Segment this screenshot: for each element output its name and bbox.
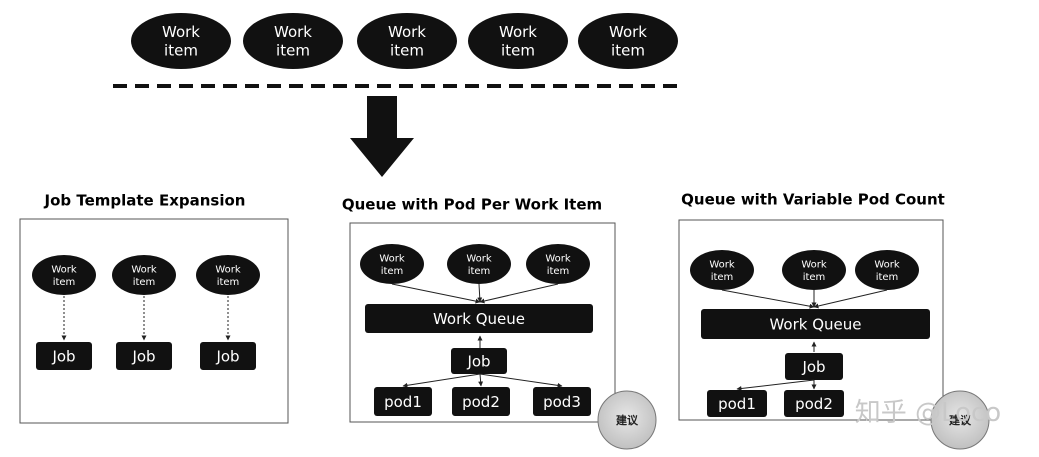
panel2-pod-box-label: pod2 [462, 393, 500, 411]
panel2-pod-box [533, 387, 591, 416]
big-down-arrow [350, 96, 414, 177]
panel1-work-item [196, 255, 260, 295]
panel2-pod-arrow [479, 373, 563, 388]
panel2-work-queue [365, 304, 593, 333]
panel3-arrow [721, 289, 815, 309]
top-work-item [357, 13, 457, 69]
panel3-pod-box-label: pod2 [795, 395, 833, 413]
panel1-job-box [36, 342, 92, 370]
top-work-item [578, 13, 678, 69]
suggest-badge-label: 建议 [949, 413, 972, 427]
panel3-work-item [855, 250, 919, 290]
panel1-work-item [32, 255, 96, 295]
panel2-job-box-label: Job [466, 352, 490, 370]
panel1-job-box-label: Job [131, 347, 155, 365]
panel3-arrow [813, 289, 888, 309]
panel3-pod-box [784, 390, 844, 417]
panel-title-variable-pod-count: Queue with Variable Pod Count [681, 190, 945, 208]
panel2-pod-arrow [478, 373, 484, 387]
panel2-job-box [451, 348, 507, 374]
panel3-work-item [690, 250, 754, 290]
panel1-job-box [116, 342, 172, 370]
panel3-work-item [782, 250, 846, 290]
suggest-badge [597, 390, 657, 450]
panel3-job-box [785, 353, 843, 380]
panel-variable-pod-count [678, 219, 944, 421]
suggest-badge-label: 建议 [616, 413, 639, 427]
panel2-pod-box-label: pod1 [384, 393, 422, 411]
panel3-pod-box-label: pod1 [718, 395, 756, 413]
panel2-work-queue-label: Work Queue [433, 310, 525, 328]
panel3-pod-arrow [736, 379, 815, 391]
top-work-item [131, 13, 231, 69]
panel-pod-per-work-item [349, 222, 616, 423]
panel3-job-box-label: Job [801, 358, 825, 376]
panel2-work-item [360, 244, 424, 284]
panel2-pod-box-label: pod3 [543, 393, 581, 411]
panel2-arrow [477, 283, 483, 303]
top-work-item [468, 13, 568, 69]
top-work-item [243, 13, 343, 69]
panel2-work-item [447, 244, 511, 284]
panel1-job-box [200, 342, 256, 370]
panel2-pod-arrow [402, 373, 481, 388]
panel-title-pod-per-work-item: Queue with Pod Per Work Item [342, 195, 602, 213]
panel2-pod-box [374, 387, 432, 416]
watermark-text: 知乎 @Loco [855, 398, 1001, 428]
panel3-work-queue [701, 309, 930, 339]
panel3-pod-box [707, 390, 767, 417]
suggest-badge [930, 390, 990, 450]
panel2-work-item [526, 244, 590, 284]
panel2-arrow [391, 283, 481, 304]
panel1-work-item [112, 255, 176, 295]
panel1-job-box-label: Job [51, 347, 75, 365]
panel-job-template [19, 218, 289, 424]
panel2-pod-box [452, 387, 510, 416]
panel-title-job-template: Job Template Expansion [44, 191, 246, 209]
panel2-arrow [479, 283, 559, 304]
panel1-job-box-label: Job [215, 347, 239, 365]
panel3-work-queue-label: Work Queue [769, 315, 861, 333]
